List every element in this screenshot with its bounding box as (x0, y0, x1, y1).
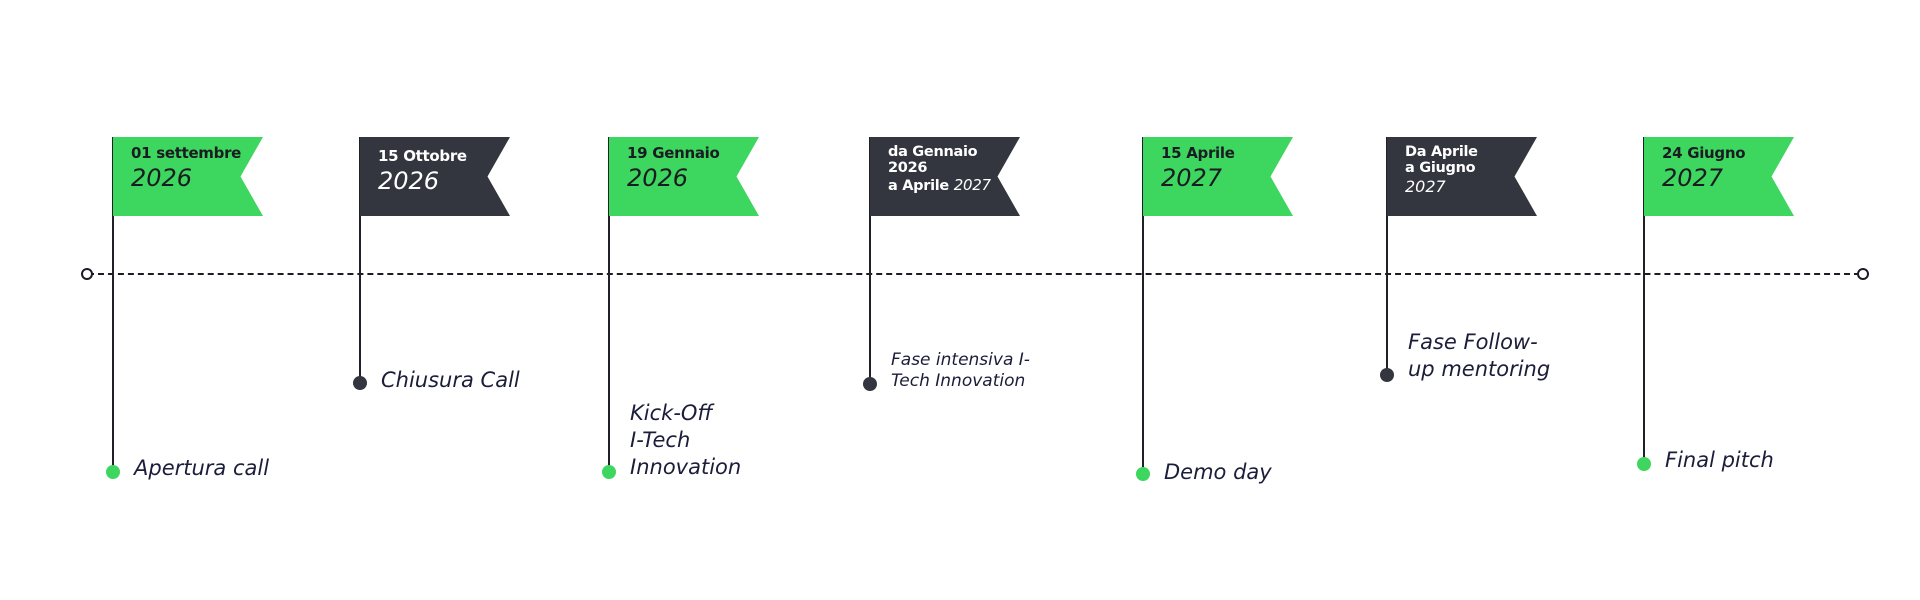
axis-end-marker (1857, 268, 1869, 280)
milestone-final-pitch: 24 Giugno 2027 Final pitch (1637, 0, 1794, 600)
milestone-flag: 24 Giugno 2027 (1644, 137, 1794, 216)
milestone-label: Fase intensiva I- Tech Innovation (891, 350, 1030, 391)
milestone-pole (1643, 137, 1645, 464)
milestone-label: Chiusura Call (381, 368, 520, 392)
flag-date-line: a Giugno (1405, 159, 1476, 176)
flag-date-line: Da Aprile (1405, 144, 1478, 160)
milestone-flag: da Gennaio 2026 a Aprile 2027 (870, 137, 1020, 216)
flag-year: 2026 (378, 166, 440, 195)
milestone-label: Demo day (1164, 460, 1272, 484)
milestone-follow-up: Da Aprile a Giugno 2027 Fase Follow- up … (1380, 0, 1550, 600)
axis-start-marker (81, 268, 93, 280)
milestone-dot (1637, 457, 1651, 471)
milestone-chiusura-call: 15 Ottobre 2026 Chiusura Call (353, 0, 520, 600)
milestone-label: Final pitch (1665, 448, 1774, 472)
milestone-pole (1142, 137, 1144, 474)
milestone-flag: 15 Ottobre 2026 (360, 137, 510, 216)
flag-date: 15 Aprile (1161, 144, 1235, 162)
milestone-demo-day: 15 Aprile 2027 Demo day (1136, 0, 1293, 600)
milestone-label: Kick-Off I-Tech Innovation (630, 401, 742, 479)
milestone-flag: Da Aprile a Giugno 2027 (1387, 137, 1537, 216)
flag-year: 2026 (627, 163, 689, 192)
flag-year: 2027 (1662, 163, 1724, 192)
timeline-axis (88, 273, 1860, 275)
milestone-pole (608, 137, 610, 472)
milestone-dot (863, 377, 877, 391)
milestone-dot (602, 465, 616, 479)
milestone-dot (1136, 467, 1150, 481)
milestone-pole (869, 137, 871, 384)
milestone-kick-off: 19 Gennaio 2026 Kick-Off I-Tech Innovati… (602, 0, 759, 600)
flag-year: 2027 (1161, 163, 1223, 192)
milestone-pole (1386, 137, 1388, 374)
milestone-dot (106, 465, 120, 479)
flag-year: 2026 (131, 163, 193, 192)
flag-date: 24 Giugno (1662, 144, 1746, 162)
flag-date: 19 Gennaio (627, 144, 720, 162)
flag-date-line: 2026 (888, 159, 928, 176)
milestone-pole (359, 137, 361, 382)
milestone-dot (1380, 368, 1394, 382)
milestone-flag: 19 Gennaio 2026 (609, 137, 759, 216)
milestone-apertura-call: 01 settembre 2026 Apertura call (106, 0, 269, 600)
flag-year: 2027 (1405, 176, 1446, 196)
flag-date-line: da Gennaio (888, 144, 978, 160)
milestone-pole (112, 137, 114, 472)
milestone-flag: 15 Aprile 2027 (1143, 137, 1293, 216)
milestone-flag: 01 settembre 2026 (113, 137, 263, 216)
flag-date: 15 Ottobre (378, 147, 467, 165)
flag-date-line: a Aprile 2027 (888, 175, 991, 194)
milestone-fase-intensiva: da Gennaio 2026 a Aprile 2027 Fase inten… (863, 0, 1030, 600)
milestone-dot (353, 376, 367, 390)
milestone-label: Fase Follow- up mentoring (1408, 330, 1551, 381)
milestone-label: Apertura call (134, 456, 270, 480)
flag-date: 01 settembre (131, 144, 242, 162)
